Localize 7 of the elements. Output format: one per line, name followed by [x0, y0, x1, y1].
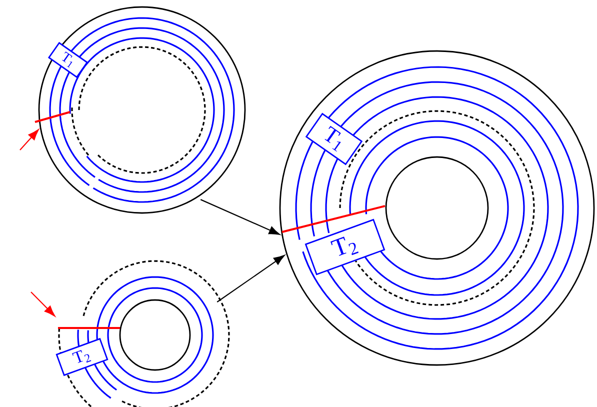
disc-drawing — [279, 50, 595, 366]
arrow — [20, 129, 39, 150]
arrow — [30, 292, 56, 316]
arrow — [200, 199, 280, 235]
disc-drawing — [58, 260, 230, 407]
arrow — [216, 254, 285, 302]
disc-drawing — [34, 6, 246, 214]
